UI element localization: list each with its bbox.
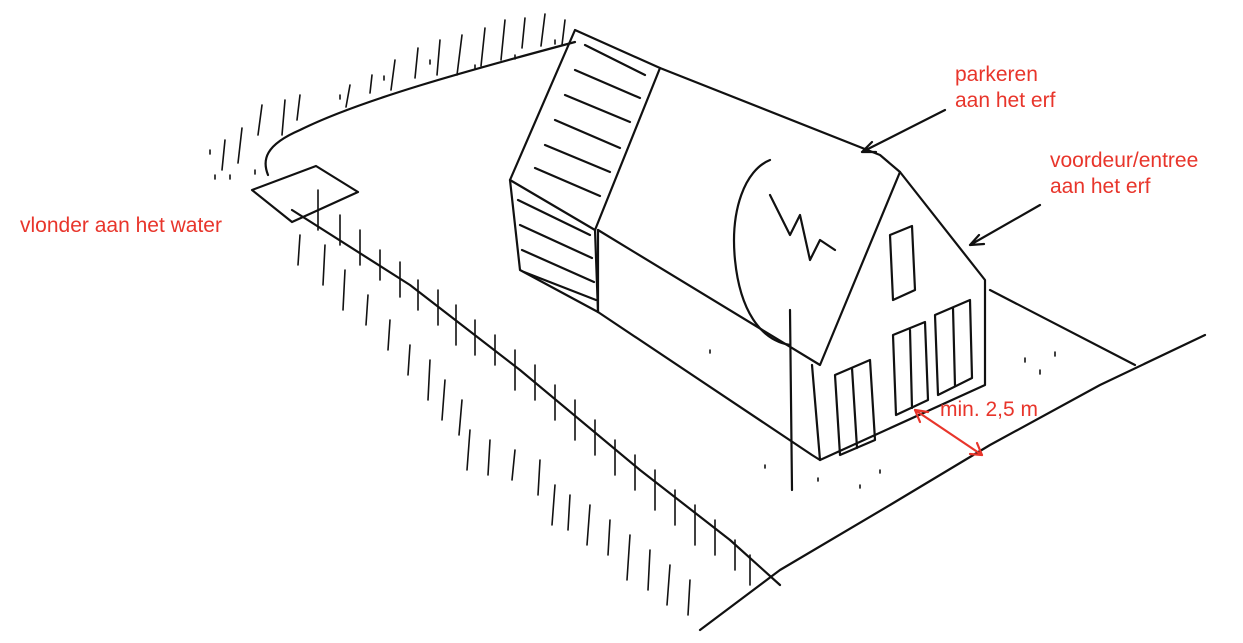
deck (250, 164, 360, 224)
distance-arrow (913, 408, 984, 457)
front-door-label: voordeur/entree aan het erf (1050, 148, 1198, 200)
parking-line-1: parkeren (955, 63, 1038, 86)
side-path-line (988, 288, 1137, 367)
garden-path (264, 40, 577, 177)
house (508, 28, 987, 492)
leader-arrows (860, 108, 1042, 247)
distance-label: min. 2,5 m (940, 398, 1039, 421)
fence-line-left (290, 208, 782, 587)
parking-label: parkeren aan het erf (955, 62, 1055, 114)
fence-posts (297, 189, 751, 616)
front-boundary (698, 333, 1207, 632)
front-door-line-2: aan het erf (1050, 175, 1151, 198)
ground-dots (709, 349, 1056, 489)
hedge-left (209, 94, 301, 180)
hedge-back (339, 13, 566, 108)
deck-label: vlonder aan het water (20, 214, 222, 237)
front-door-line-1: voordeur/entree (1050, 149, 1199, 172)
parking-line-2: aan het erf (955, 89, 1056, 112)
